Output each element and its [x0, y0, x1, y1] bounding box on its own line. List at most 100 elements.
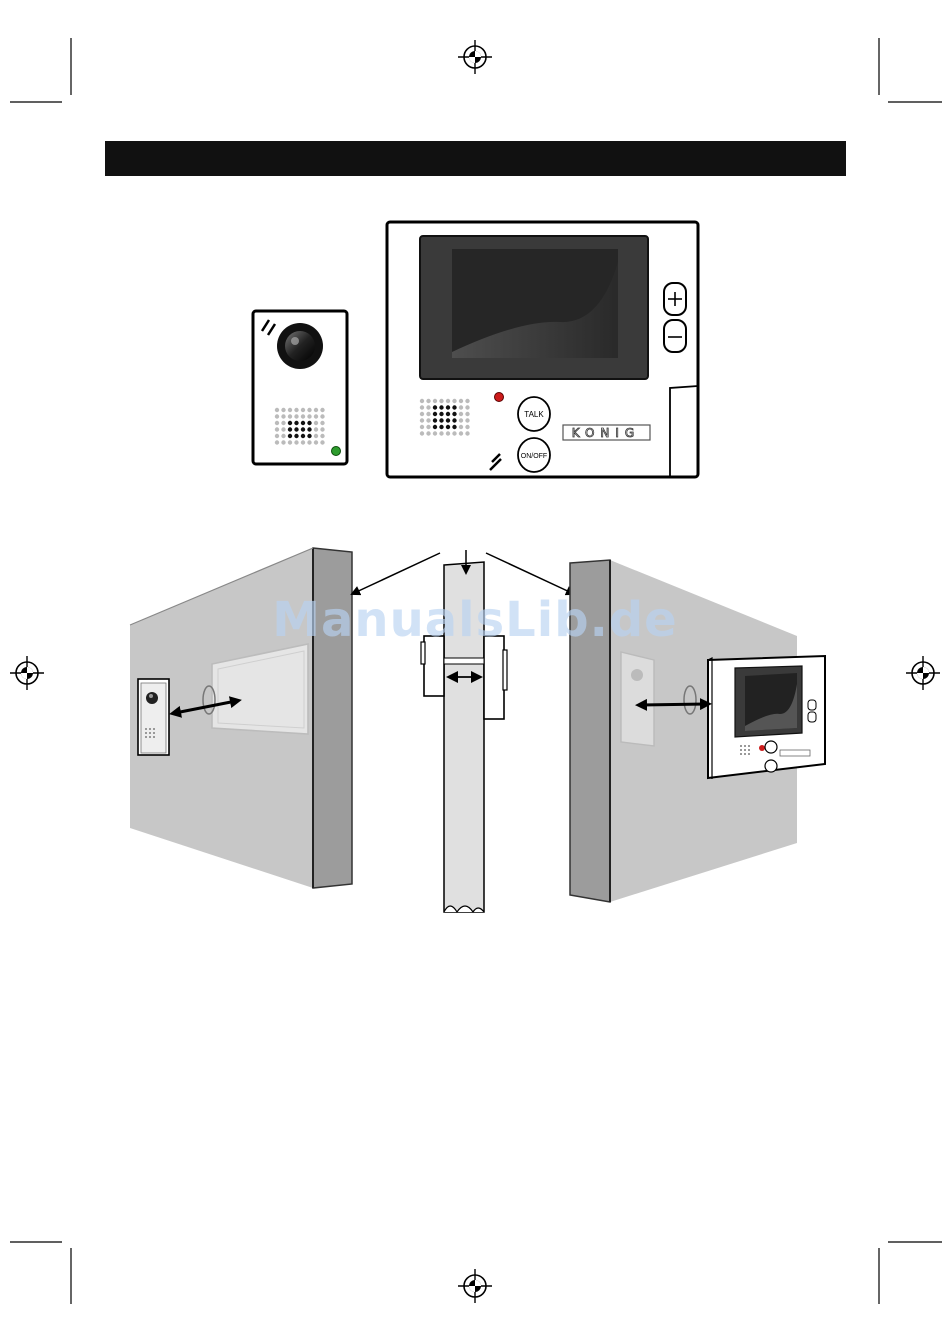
speaker-hole: [314, 421, 318, 425]
speaker-hole: [288, 421, 292, 425]
speaker-hole: [294, 414, 298, 418]
speaker-hole: [320, 414, 324, 418]
registration-mark-icon: [906, 656, 940, 690]
speaker-hole: [426, 399, 430, 403]
speaker-hole: [314, 427, 318, 431]
speaker-hole: [307, 440, 311, 444]
speaker-hole: [439, 425, 443, 429]
speaker-hole: [420, 418, 424, 422]
speaker-hole: [452, 418, 456, 422]
speaker-hole: [426, 431, 430, 435]
speaker-hole: [459, 431, 463, 435]
talk-button-label: TALK: [524, 410, 544, 419]
speaker-hole: [275, 434, 279, 438]
speaker-hole: [294, 408, 298, 412]
speaker-hole: [281, 427, 285, 431]
speaker-hole: [281, 421, 285, 425]
speaker-hole: [288, 440, 292, 444]
speaker-hole: [307, 414, 311, 418]
speaker-hole: [452, 425, 456, 429]
speaker-hole: [446, 399, 450, 403]
speaker-hole: [446, 425, 450, 429]
door-station-unit: [253, 311, 347, 464]
speaker-hole: [314, 434, 318, 438]
speaker-hole: [307, 408, 311, 412]
speaker-hole: [301, 414, 305, 418]
registration-mark-icon: [458, 1269, 492, 1303]
pointer-arrow-icon: [352, 553, 440, 594]
speaker-hole: [420, 399, 424, 403]
speaker-hole: [281, 434, 285, 438]
speaker-hole: [275, 414, 279, 418]
speaker-hole: [465, 412, 469, 416]
speaker-hole: [314, 414, 318, 418]
speaker-hole: [320, 427, 324, 431]
speaker-hole: [301, 434, 305, 438]
speaker-hole: [275, 427, 279, 431]
speaker-hole: [275, 440, 279, 444]
speaker-hole: [433, 431, 437, 435]
double-arrow-icon: [641, 704, 706, 705]
speaker-hole: [465, 425, 469, 429]
speaker-hole: [301, 427, 305, 431]
speaker-hole: [439, 405, 443, 409]
speaker-hole: [301, 440, 305, 444]
registration-mark-icon: [10, 656, 44, 690]
speaker-hole: [439, 412, 443, 416]
speaker-hole: [294, 421, 298, 425]
speaker-hole: [420, 425, 424, 429]
speaker-hole: [281, 414, 285, 418]
speaker-hole: [446, 418, 450, 422]
speaker-hole: [465, 399, 469, 403]
speaker-hole: [459, 425, 463, 429]
speaker-hole: [307, 434, 311, 438]
speaker-hole: [433, 425, 437, 429]
speaker-hole: [426, 405, 430, 409]
speaker-hole: [426, 418, 430, 422]
speaker-hole: [281, 408, 285, 412]
svg-text:KONIG: KONIG: [572, 426, 640, 440]
volume-down-button: [664, 320, 686, 352]
status-led-red: [495, 393, 504, 402]
speaker-hole: [446, 405, 450, 409]
speaker-hole: [288, 414, 292, 418]
speaker-hole: [281, 440, 285, 444]
speaker-hole: [301, 421, 305, 425]
speaker-hole: [288, 427, 292, 431]
speaker-hole: [288, 408, 292, 412]
speaker-hole: [465, 418, 469, 422]
watermark-text: ManualsLib.de: [0, 592, 950, 648]
onoff-button-label: ON/OFF: [521, 453, 547, 460]
speaker-hole: [320, 440, 324, 444]
speaker-hole: [275, 421, 279, 425]
speaker-hole: [439, 399, 443, 403]
speaker-hole: [320, 421, 324, 425]
speaker-hole: [420, 431, 424, 435]
speaker-hole: [459, 418, 463, 422]
speaker-hole: [459, 399, 463, 403]
speaker-hole: [294, 427, 298, 431]
speaker-hole: [433, 418, 437, 422]
speaker-hole: [433, 399, 437, 403]
speaker-hole: [420, 412, 424, 416]
speaker-hole: [452, 431, 456, 435]
speaker-hole: [294, 440, 298, 444]
speaker-hole: [307, 421, 311, 425]
speaker-hole: [452, 405, 456, 409]
speaker-hole: [420, 405, 424, 409]
speaker-hole: [459, 412, 463, 416]
speaker-hole: [465, 405, 469, 409]
header-bar: [105, 141, 846, 176]
speaker-hole: [275, 408, 279, 412]
speaker-hole: [459, 405, 463, 409]
registration-mark-icon: [458, 40, 492, 74]
speaker-hole: [314, 440, 318, 444]
speaker-hole: [446, 431, 450, 435]
speaker-hole: [465, 431, 469, 435]
pointer-arrow-icon: [486, 553, 574, 594]
speaker-hole: [314, 408, 318, 412]
speaker-hole: [294, 434, 298, 438]
speaker-hole: [288, 434, 292, 438]
speaker-hole: [320, 408, 324, 412]
